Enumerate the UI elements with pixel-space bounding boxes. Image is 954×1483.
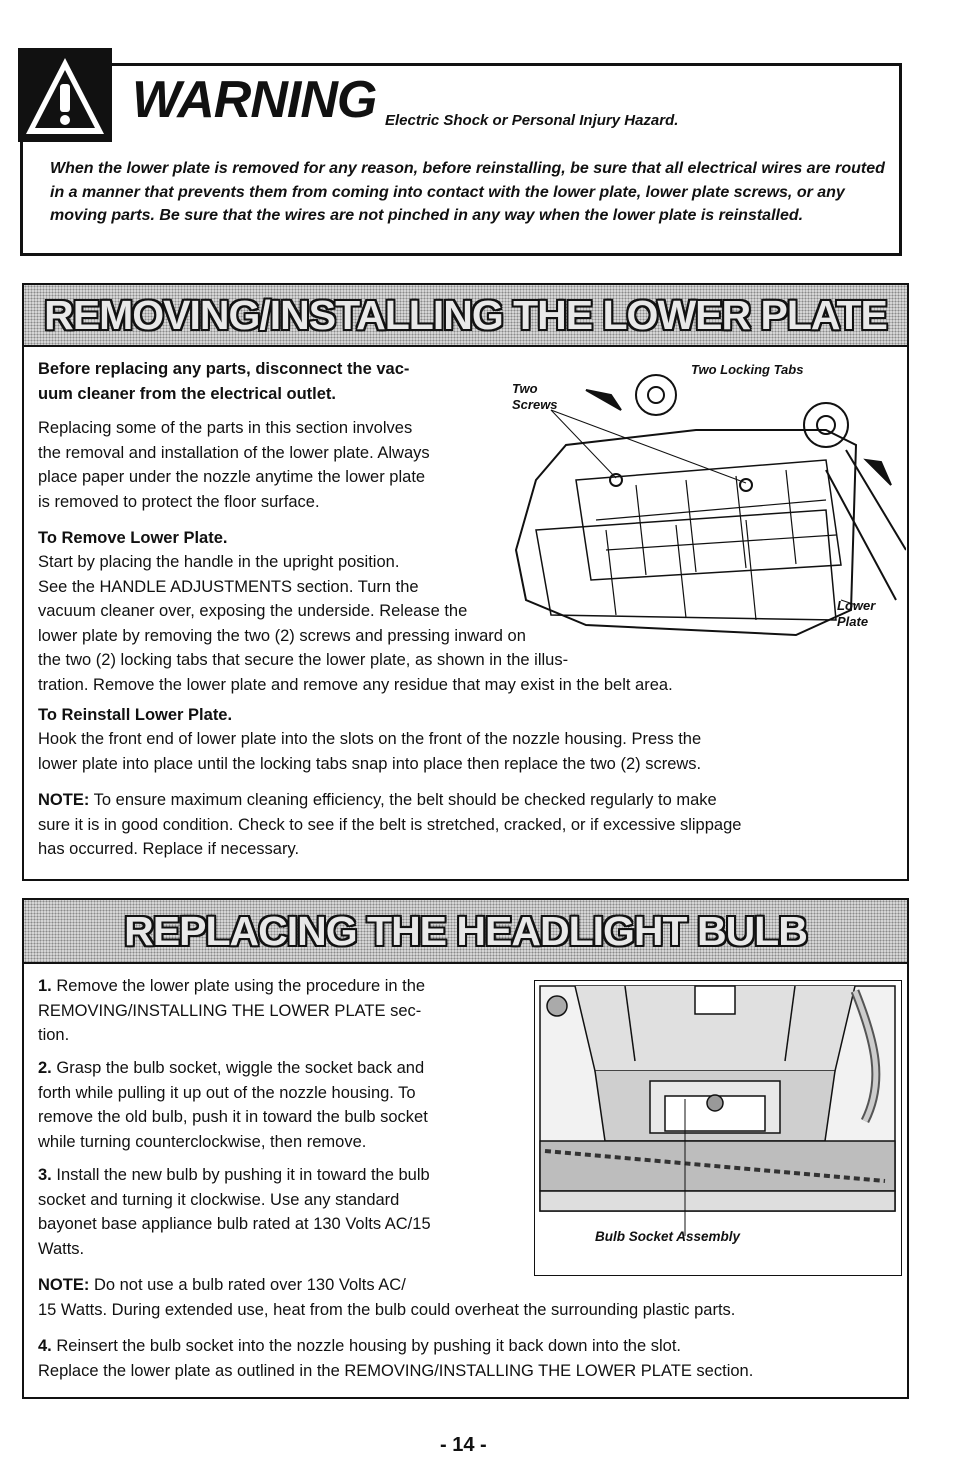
text-line: Install the new bulb by pushing it in to… [56, 1166, 430, 1184]
step-number: 4. [38, 1337, 52, 1355]
text-line: 15 Watts. During extended use, heat from… [38, 1300, 736, 1319]
text-line: is removed to protect the floor surface. [38, 492, 320, 511]
text-line: Grasp the bulb socket, wiggle the socket… [56, 1059, 425, 1077]
step-number: 3. [38, 1166, 52, 1184]
section-lower-plate-title: REMOVING/INSTALLING THE LOWER PLATE [44, 291, 888, 338]
section-lower-plate [22, 283, 909, 881]
label-screws-line: Two [512, 381, 538, 396]
step-number: 2. [38, 1059, 52, 1077]
reinstall-heading: To Reinstall Lower Plate. [38, 706, 233, 724]
step-1: 1. Remove the lower plate using the proc… [38, 974, 518, 1048]
text-line: Watts. [38, 1239, 85, 1258]
text-line: place paper under the nozzle anytime the… [38, 468, 426, 486]
intro-warning: Before replacing any parts, disconnect t… [38, 357, 508, 406]
label-lower-plate: Lower Plate [837, 598, 875, 630]
intro-line: uum cleaner from the electrical outlet. [38, 384, 336, 403]
label-screws-line: Screws [512, 397, 558, 412]
label-bulb-socket: Bulb Socket Assembly [595, 1229, 741, 1244]
bulb-socket-illustration: Bulb Socket Assembly [534, 980, 902, 1276]
text-line: Replace the lower plate as outlined in t… [38, 1361, 754, 1380]
text-line: remove the old bulb, push it in toward t… [38, 1108, 428, 1126]
warning-text: When the lower plate is removed for any … [50, 160, 885, 224]
text-line: has occurred. Replace if necessary. [38, 840, 300, 858]
text-line: tration. Remove the lower plate and remo… [38, 675, 673, 694]
lower-plate-illustration [496, 350, 907, 660]
step-4: 4. Reinsert the bulb socket into the noz… [38, 1334, 908, 1383]
text-line: Reinsert the bulb socket into the nozzle… [56, 1337, 681, 1355]
text-line: the removal and installation of the lowe… [38, 443, 430, 462]
section-headlight-bulb-banner: REPLACING THE HEADLIGHT BULB [24, 900, 907, 964]
section-headlight-bulb [22, 898, 909, 1399]
section-lower-plate-banner: REMOVING/INSTALLING THE LOWER PLATE [24, 285, 907, 347]
label-locking-tabs: Two Locking Tabs [691, 362, 804, 377]
text-line: tion. [38, 1026, 70, 1044]
note-label: NOTE: [38, 1276, 90, 1294]
text-line: sure it is in good condition. Check to s… [38, 815, 742, 834]
text-line: Start by placing the handle in the uprig… [38, 553, 400, 571]
warning-box [20, 63, 902, 256]
step-3: 3. Install the new bulb by pushing it in… [38, 1163, 523, 1261]
text-line: the two (2) locking tabs that secure the… [38, 651, 569, 669]
step-number: 1. [38, 977, 52, 995]
text-line: lower plate into place until the locking… [38, 754, 702, 773]
section1-note: NOTE: To ensure maximum cleaning efficie… [38, 788, 898, 862]
warning-subtitle: Electric Shock or Personal Injury Hazard… [385, 112, 679, 129]
reinstall-paragraph: Hook the front end of lower plate into t… [38, 727, 898, 776]
remove-heading: To Remove Lower Plate. [38, 529, 228, 547]
text-line: forth while pulling it up out of the noz… [38, 1083, 416, 1102]
section-headlight-bulb-title: REPLACING THE HEADLIGHT BULB [124, 907, 808, 954]
section2-note: NOTE: Do not use a bulb rated over 130 V… [38, 1273, 898, 1322]
text-line: bayonet base appliance bulb rated at 130… [38, 1215, 431, 1233]
text-line: Hook the front end of lower plate into t… [38, 730, 702, 748]
text-line: Do not use a bulb rated over 130 Volts A… [93, 1276, 406, 1294]
text-line: Replacing some of the parts in this sect… [38, 419, 413, 437]
warning-triangle-icon [18, 48, 112, 142]
warning-title: WARNING [132, 71, 377, 129]
text-line: while turning counterclockwise, then rem… [38, 1132, 367, 1151]
text-line: socket and turning it clockwise. Use any… [38, 1190, 400, 1209]
label-screws: Two Screws [512, 381, 558, 413]
label-plate-line: Plate [837, 614, 869, 629]
text-line: lower plate by removing the two (2) scre… [38, 626, 526, 645]
step-2: 2. Grasp the bulb socket, wiggle the soc… [38, 1056, 518, 1154]
text-line: Remove the lower plate using the procedu… [56, 977, 426, 995]
page-number: - 14 - [440, 1434, 487, 1456]
note-label: NOTE: [38, 791, 90, 809]
label-plate-line: Lower [837, 598, 876, 613]
intro-line: Before replacing any parts, disconnect t… [38, 360, 410, 378]
intro-paragraph: Replacing some of the parts in this sect… [38, 416, 518, 514]
text-line: vacuum cleaner over, exposing the unders… [38, 602, 468, 620]
remove-paragraph: Start by placing the handle in the uprig… [38, 550, 838, 697]
text-line: See the HANDLE ADJUSTMENTS section. Turn… [38, 577, 419, 596]
text-line: REMOVING/INSTALLING THE LOWER PLATE sec- [38, 1001, 422, 1020]
text-line: To ensure maximum cleaning efficiency, t… [93, 791, 717, 809]
